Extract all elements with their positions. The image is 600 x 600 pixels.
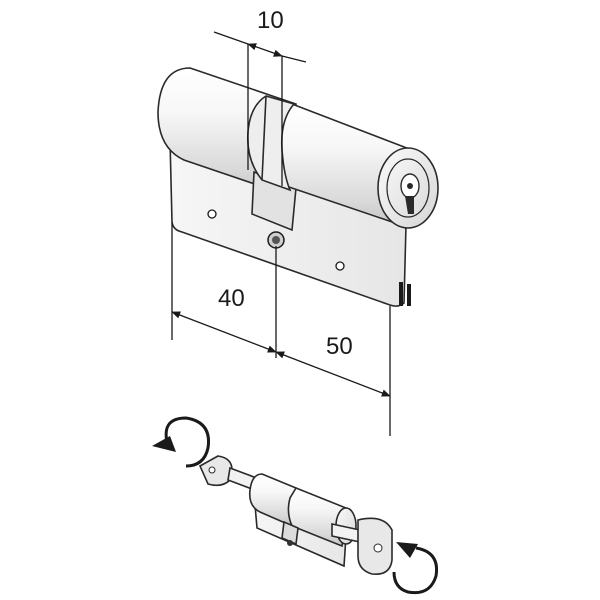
fixing-screw-hole: [267, 231, 285, 249]
rotate-right-icon: [392, 542, 439, 595]
dimension-10: 10: [213, 7, 307, 186]
rotate-left-icon: [152, 416, 211, 468]
right-key: [331, 517, 393, 576]
main-cylinder: [157, 67, 439, 307]
dimension-label-40: 40: [218, 285, 245, 312]
key-face: [377, 147, 439, 229]
dimension-label-50: 50: [326, 333, 353, 360]
double-cylinder-with-keys-icon: [152, 416, 439, 595]
dimension-40: 40: [171, 222, 277, 358]
dimension-label-10: 10: [257, 7, 284, 34]
dimension-50: 50: [275, 306, 391, 436]
